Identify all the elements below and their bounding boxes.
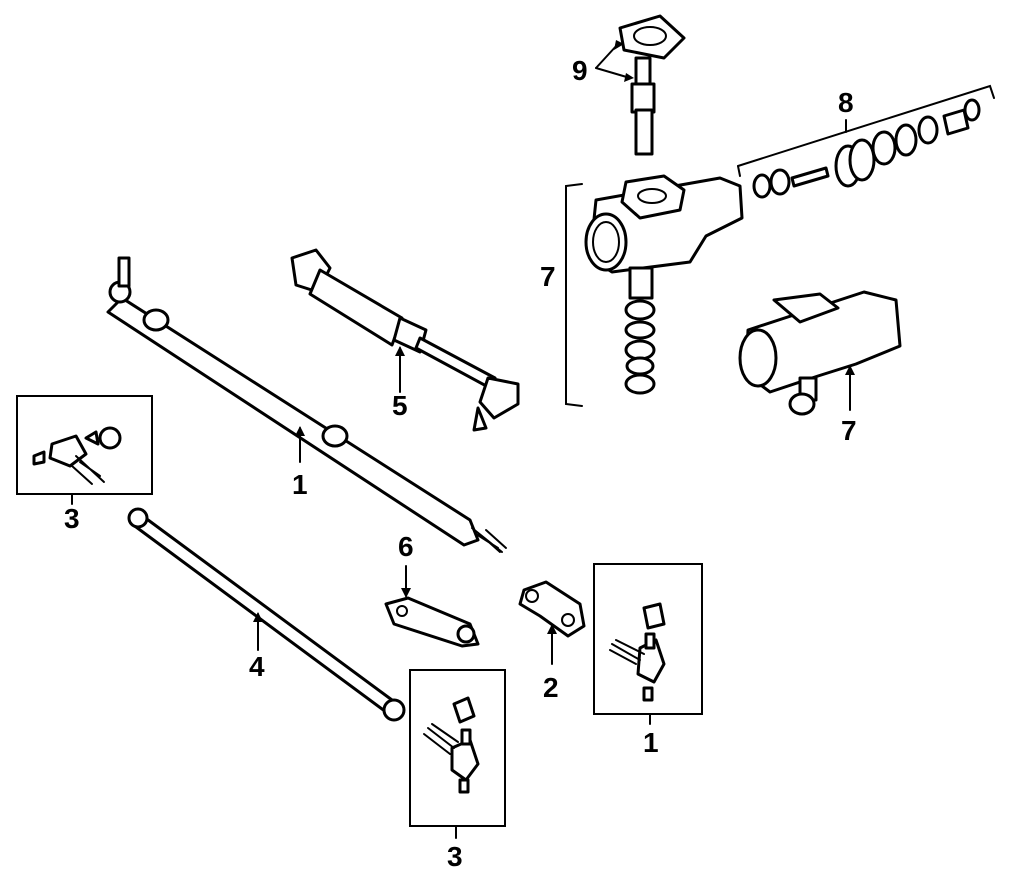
tie-rod-end-inset-bottom	[409, 669, 506, 839]
gear-housing-assembled	[738, 290, 902, 416]
steering-damper	[290, 248, 520, 432]
callout-6: 6	[398, 531, 414, 562]
callout-3-bottom: 3	[447, 841, 463, 872]
callout-8: 8	[838, 87, 854, 118]
callout-3-left: 3	[64, 503, 80, 534]
sector-shaft	[595, 14, 686, 156]
callout-1-tie-rod: 1	[292, 469, 308, 500]
gear-housing-exploded	[565, 174, 744, 407]
tie-rod-assembly	[106, 256, 507, 553]
callout-4: 4	[249, 651, 265, 682]
valve-components	[737, 84, 995, 199]
tie-rod-end-inset-left	[16, 395, 153, 505]
callout-1-tie-rod-end: 1	[643, 727, 659, 758]
callout-5: 5	[392, 390, 408, 421]
callout-2: 2	[543, 672, 559, 703]
tie-rod-end-inset-right	[593, 563, 703, 725]
callout-7-left: 7	[540, 261, 556, 292]
idler-arm	[518, 580, 586, 665]
drag-link	[127, 507, 406, 722]
callout-7-right: 7	[841, 415, 857, 446]
callout-9: 9	[572, 55, 588, 86]
pitman-arm	[384, 565, 480, 648]
